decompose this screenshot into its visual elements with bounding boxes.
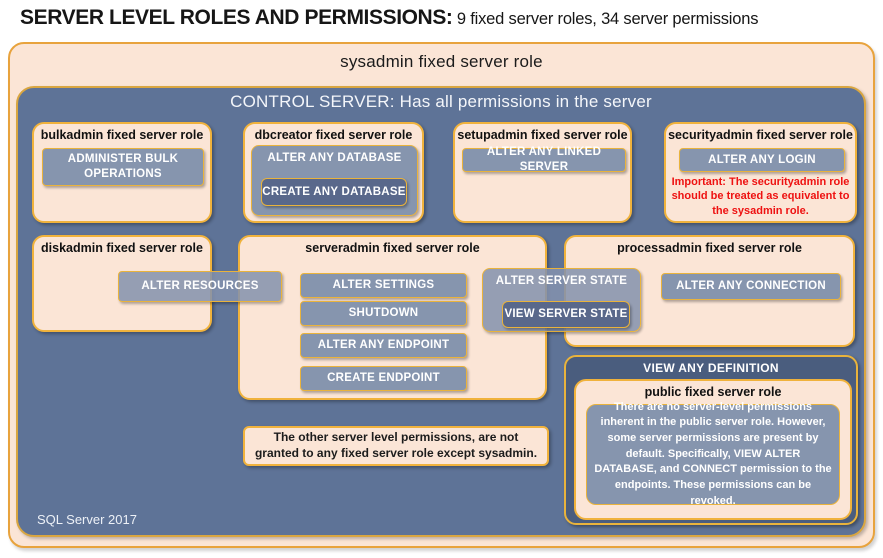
diskadmin-role-title: diskadmin fixed server role [41,241,203,255]
permission-alter-any-login: ALTER ANY LOGIN [679,148,845,172]
permission-view-server-state: VIEW SERVER STATE [502,301,630,328]
setupadmin-role-title: setupadmin fixed server role [457,128,628,142]
public-role-box: public fixed server role There are no se… [574,379,852,520]
bulkadmin-role-box: bulkadmin fixed server role ADMINISTER B… [32,122,212,223]
securityadmin-warning-text: Important: The securityadmin role should… [671,176,850,217]
view-any-definition-label: VIEW ANY DEFINITION [643,361,779,375]
permission-create-any-database: CREATE ANY DATABASE [261,178,407,206]
view-any-definition-box: VIEW ANY DEFINITION public fixed server … [564,355,858,525]
serveradmin-role-title: serveradmin fixed server role [305,241,480,255]
processadmin-role-title: processadmin fixed server role [617,241,802,255]
permission-alter-settings: ALTER SETTINGS [300,273,467,298]
permission-alter-any-database-label: ALTER ANY DATABASE [267,152,402,164]
permission-alter-resources: ALTER RESOURCES [118,271,282,302]
securityadmin-role-title: securityadmin fixed server role [668,128,853,142]
permission-alter-any-connection: ALTER ANY CONNECTION [661,273,841,300]
sql-server-version-label: SQL Server 2017 [37,512,137,527]
permission-shutdown: SHUTDOWN [300,301,467,326]
control-server-label: CONTROL SERVER: Has all permissions in t… [230,92,652,111]
page-title: SERVER LEVEL ROLES AND PERMISSIONS: 9 fi… [20,6,870,30]
page-title-detail: 9 fixed server roles, 34 server permissi… [452,10,759,28]
page-title-strong: SERVER LEVEL ROLES AND PERMISSIONS: [20,6,453,29]
sysadmin-role-label: sysadmin fixed server role [340,52,543,71]
permission-alter-any-linked-server: ALTER ANY LINKED SERVER [462,146,626,173]
bulkadmin-role-title: bulkadmin fixed server role [40,128,204,142]
permission-administer-bulk-operations: ADMINISTER BULK OPERATIONS [42,148,204,186]
other-permissions-note: The other server level permissions, are … [243,426,549,466]
permission-create-endpoint: CREATE ENDPOINT [300,366,467,391]
setupadmin-role-box: setupadmin fixed server role ALTER ANY L… [453,122,632,223]
dbcreator-role-box: dbcreator fixed server role ALTER ANY DA… [243,122,424,223]
public-role-description: There are no server-level permissions in… [586,401,840,507]
securityadmin-role-box: securityadmin fixed server role ALTER AN… [664,122,857,223]
dbcreator-role-title: dbcreator fixed server role [254,128,413,142]
public-role-title: public fixed server role [644,385,782,399]
permission-alter-server-state-label: ALTER SERVER STATE [495,275,628,287]
permission-alter-any-endpoint: ALTER ANY ENDPOINT [300,333,467,358]
